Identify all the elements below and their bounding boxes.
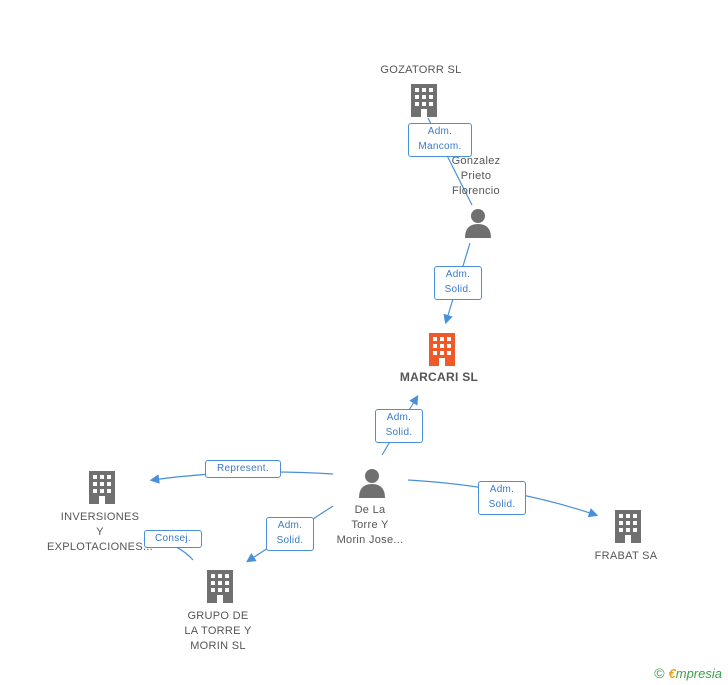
marcari-building-icon bbox=[429, 333, 455, 366]
brand-e: € bbox=[668, 666, 676, 681]
delatorre-person-icon bbox=[359, 469, 385, 498]
gonzalez-person-icon bbox=[465, 209, 491, 238]
delatorre-label[interactable]: De La Torre Y Morin Jose... bbox=[336, 504, 404, 546]
frabat-building-icon bbox=[615, 510, 641, 543]
edge-label-adm-mancom[interactable]: Adm. Mancom. bbox=[408, 123, 472, 157]
copyright-icon: © bbox=[654, 665, 665, 681]
gozatorr-building-icon bbox=[411, 84, 437, 117]
edge-label-adm-solid-grupo[interactable]: Adm. Solid. bbox=[266, 517, 314, 551]
gozatorr-label[interactable]: GOZATORR SL bbox=[380, 64, 462, 76]
footer-brand: ©€mpresia bbox=[654, 665, 722, 681]
inversiones-building-icon bbox=[89, 471, 115, 504]
edge-label-adm-solid-frabat[interactable]: Adm. Solid. bbox=[478, 481, 526, 515]
frabat-label[interactable]: FRABAT SA bbox=[594, 550, 658, 562]
marcari-label[interactable]: MARCARI SL bbox=[399, 370, 479, 384]
brand-name: mpresia bbox=[675, 666, 722, 681]
grupo-building-icon bbox=[207, 570, 233, 603]
edge-label-represent[interactable]: Represent. bbox=[205, 460, 281, 478]
edge-label-consej[interactable]: Consej. bbox=[144, 530, 202, 548]
grupo-label[interactable]: GRUPO DE LA TORRE Y MORIN SL bbox=[184, 610, 252, 652]
edge-label-adm-solid-gonzalez[interactable]: Adm. Solid. bbox=[434, 266, 482, 300]
gonzalez-label[interactable]: Gonzalez Prieto Florencio bbox=[451, 155, 501, 197]
edge-label-adm-solid-marcari[interactable]: Adm. Solid. bbox=[375, 409, 423, 443]
inversiones-label[interactable]: INVERSIONES Y EXPLOTACIONES... bbox=[46, 511, 154, 553]
